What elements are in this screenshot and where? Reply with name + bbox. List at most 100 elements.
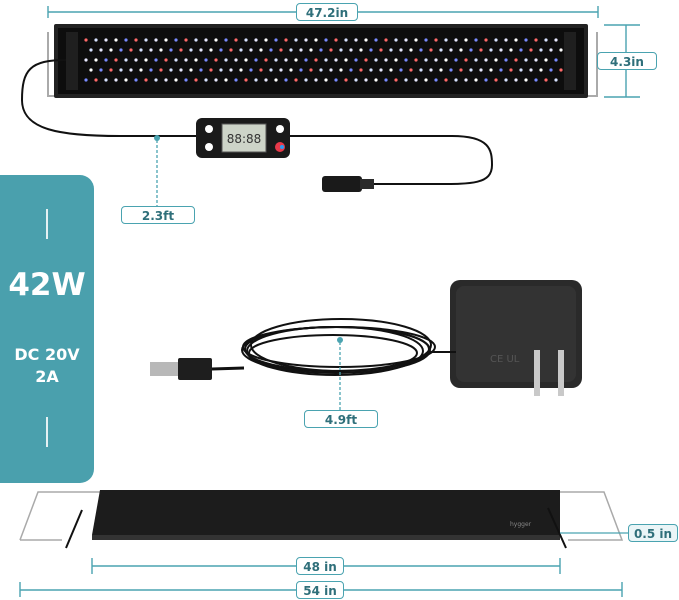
led-dot [409,68,413,72]
svg-text:88:88: 88:88 [227,132,262,146]
led-dot [444,38,448,42]
led-dot [449,48,453,52]
led-dot [159,68,163,72]
led-dot [249,68,253,72]
led-dot [424,38,428,42]
led-dot [554,78,558,82]
voltage-rating: DC 20V [14,345,80,364]
led-dot [424,78,428,82]
led-dot [544,58,548,62]
led-dot [264,58,268,62]
led-dot [464,38,468,42]
led-dot [194,78,198,82]
led-dot [474,78,478,82]
led-dot [239,68,243,72]
led-dot [124,38,128,42]
svg-text:CE UL: CE UL [490,354,520,365]
led-dot [524,78,528,82]
led-dot [204,38,208,42]
led-dot [379,68,383,72]
led-dot [109,68,113,72]
led-dot [294,38,298,42]
spec-divider-bottom [46,417,48,447]
led-dot [524,38,528,42]
led-dot [119,48,123,52]
led-dot [384,38,388,42]
led-dot [404,58,408,62]
led-dot [394,38,398,42]
led-dot [474,58,478,62]
led-dot [84,78,88,82]
led-dot [334,58,338,62]
led-dot [434,58,438,62]
dc-male-plug [150,358,245,380]
fixture-length-label: 47.2in [296,3,358,21]
led-dot [304,38,308,42]
led-dot [99,68,103,72]
led-dot [199,68,203,72]
led-dot [119,68,123,72]
led-dot [404,38,408,42]
led-dot [464,78,468,82]
led-dot [374,78,378,82]
led-dot [319,48,323,52]
led-dot [554,38,558,42]
led-dot [419,68,423,72]
led-dot [429,48,433,52]
light-bar-side: hygger [19,490,624,549]
led-dot [529,48,533,52]
led-dot [284,38,288,42]
led-dot [384,58,388,62]
led-dot [559,68,563,72]
led-dot [214,78,218,82]
led-dot [539,48,543,52]
led-dot [379,48,383,52]
led-dot [174,58,178,62]
led-dot [264,38,268,42]
led-dot [99,48,103,52]
led-dot [94,78,98,82]
led-dot [514,58,518,62]
led-dot [509,48,513,52]
led-dot [134,58,138,62]
led-dot [219,68,223,72]
led-dot [154,78,158,82]
led-dot [234,78,238,82]
led-dot [154,38,158,42]
led-dot [139,48,143,52]
led-dot [274,78,278,82]
led-dot [309,48,313,52]
led-dot [184,58,188,62]
led-dot [144,58,148,62]
led-dot [484,78,488,82]
led-dot [164,38,168,42]
led-dot [339,68,343,72]
led-dot [459,48,463,52]
led-dot [414,78,418,82]
led-dot [89,48,93,52]
led-dot [244,78,248,82]
led-dot [484,38,488,42]
controller-unit: 88:88 [196,118,290,158]
led-dot [114,58,118,62]
led-dot [269,68,273,72]
led-dot [264,78,268,82]
led-dot [329,68,333,72]
led-dot [224,58,228,62]
led-dot [109,48,113,52]
led-dot [549,48,553,52]
led-dot [324,58,328,62]
led-dot [184,38,188,42]
led-dot [224,38,228,42]
led-dot [224,78,228,82]
led-dot [519,68,523,72]
led-dot [344,58,348,62]
led-dot [504,58,508,62]
led-dot [534,58,538,62]
led-dot [289,48,293,52]
led-dot [279,68,283,72]
controller-cable [20,59,198,137]
led-dot [499,48,503,52]
led-dot [179,48,183,52]
